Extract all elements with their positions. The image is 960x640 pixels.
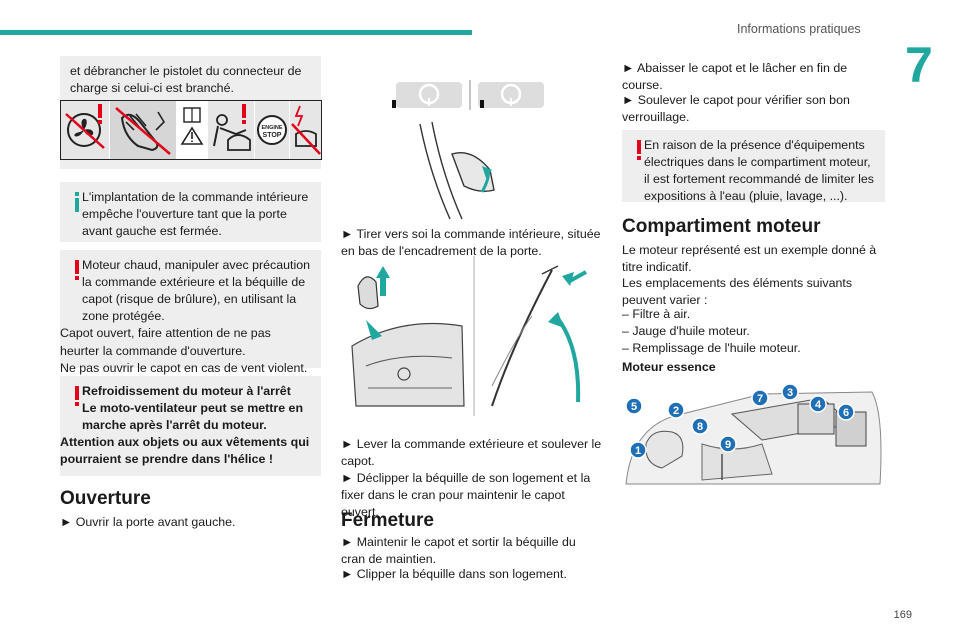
engine-callout-9 bbox=[719, 435, 737, 453]
engine-callout-4 bbox=[809, 395, 827, 413]
warning-text-3: Ne pas ouvrir le capot en cas de vent vi… bbox=[60, 360, 308, 375]
list-item: – Remplissage de l'huile moteur. bbox=[622, 341, 801, 355]
engine-callout-1 bbox=[629, 441, 647, 459]
header-section-title: Informations pratiques bbox=[737, 22, 861, 36]
engine-callout-6 bbox=[837, 403, 855, 421]
heading-ouverture: Ouverture bbox=[60, 488, 151, 509]
engine-callout-label-4: 4 bbox=[815, 399, 822, 411]
engine-callout-3 bbox=[781, 384, 799, 401]
hood-opening-illustration bbox=[351, 256, 587, 416]
manual-warning-icon bbox=[177, 101, 207, 159]
engine-callout-5 bbox=[625, 397, 643, 415]
warning-box-hot-engine: Moteur chaud, manipuler avec précaution … bbox=[60, 250, 321, 375]
info-box-door: L'implantation de la commande intérieure… bbox=[60, 182, 321, 242]
engine-stop-line1: ENGINE bbox=[261, 125, 282, 131]
header-accent-bar bbox=[0, 30, 472, 35]
step-hold-hood: ► Maintenir le capot et sortir la béquil… bbox=[341, 535, 576, 567]
interior-lever-illustration bbox=[392, 80, 544, 220]
continuation-text: et débrancher le pistolet du connecteur … bbox=[70, 64, 302, 96]
step-check-lock: ► Soulever le capot pour vérifier son bo… bbox=[622, 93, 850, 125]
engine-callout-label-1: 1 bbox=[635, 445, 641, 457]
step-pull-lever: ► Tirer vers soi la commande intérieure,… bbox=[341, 227, 601, 259]
chapter-number: 7 bbox=[905, 37, 933, 93]
heading-compartiment: Compartiment moteur bbox=[622, 216, 821, 237]
warning-icon bbox=[637, 140, 641, 160]
step-lower-hood: ► Abaisser le capot et le lâcher en fin … bbox=[622, 61, 848, 93]
car-front bbox=[351, 320, 465, 407]
engine-stop-line2: STOP bbox=[263, 132, 282, 139]
engine-callout-label-8: 8 bbox=[697, 421, 703, 433]
engine-callout-label-9: 9 bbox=[725, 439, 731, 451]
water-warning-text: En raison de la présence d'équipements é… bbox=[644, 138, 875, 204]
exterior-lever bbox=[357, 266, 390, 310]
engine-callout-label-2: 2 bbox=[673, 405, 679, 417]
subheading-moteur-essence: Moteur essence bbox=[622, 360, 716, 374]
cooling-text-1: Le moto-ventilateur peut se mettre en ma… bbox=[82, 401, 304, 433]
warning-icon bbox=[75, 386, 79, 406]
warning-box-cooling: Refroidissement du moteur à l'arrêt Le m… bbox=[60, 376, 321, 476]
info-box-text: L'implantation de la commande intérieure… bbox=[82, 190, 309, 239]
hand-warning-icon bbox=[110, 101, 176, 159]
engine-callout-label-6: 6 bbox=[843, 407, 849, 419]
cooling-title: Refroidissement du moteur à l'arrêt bbox=[82, 384, 291, 398]
steering-wheel-icon-rhd bbox=[478, 82, 544, 108]
list-item: – Jauge d'huile moteur. bbox=[622, 324, 750, 338]
safety-pictograms: ENGINE STOP bbox=[60, 100, 322, 160]
cooling-text-2: Attention aux objets ou aux vêtements qu… bbox=[60, 435, 310, 467]
warning-box-water: En raison de la présence d'équipements é… bbox=[622, 130, 885, 204]
engine-stop-icon: ENGINE STOP bbox=[255, 101, 289, 159]
step-lift-hood: ► Lever la commande extérieure et soulev… bbox=[341, 437, 602, 469]
intro-locations: Les emplacements des éléments suivants p… bbox=[622, 276, 853, 308]
fan-icon bbox=[61, 101, 109, 159]
intro-example: Le moteur représenté est un exemple donn… bbox=[622, 243, 877, 275]
engine-labels: 1 2 3 4 5 6 7 8 9 bbox=[625, 384, 855, 459]
page-number: 169 bbox=[893, 609, 912, 621]
hot-engine-icon bbox=[208, 101, 254, 159]
engine-callout-8 bbox=[691, 417, 709, 435]
engine-compartment-illustration: 1 2 3 4 5 6 7 8 9 bbox=[625, 384, 882, 485]
warning-icon bbox=[75, 260, 79, 280]
engine-callout-label-7: 7 bbox=[757, 393, 763, 405]
step-open-door: ► Ouvrir la porte avant gauche. bbox=[60, 515, 236, 529]
info-icon bbox=[75, 192, 79, 212]
list-item: – Filtre à air. bbox=[622, 307, 691, 321]
step-unclip-rod: ► Déclipper la béquille de son logement … bbox=[341, 471, 591, 520]
engine-callout-label-5: 5 bbox=[631, 401, 637, 413]
electric-plug-icon bbox=[290, 101, 321, 159]
warning-text-1: Moteur chaud, manipuler avec précaution … bbox=[82, 258, 310, 324]
steering-wheel-icon-lhd bbox=[392, 82, 462, 108]
engine-callout-7 bbox=[751, 389, 769, 407]
warning-text-2: Capot ouvert, faire attention de ne pas … bbox=[60, 326, 271, 358]
heading-fermeture: Fermeture bbox=[341, 510, 434, 531]
hood-prop-rod bbox=[491, 265, 587, 407]
engine-callout-2 bbox=[667, 401, 685, 419]
engine-callout-label-3: 3 bbox=[787, 387, 793, 399]
step-clip-rod: ► Clipper la béquille dans son logement. bbox=[341, 567, 567, 581]
